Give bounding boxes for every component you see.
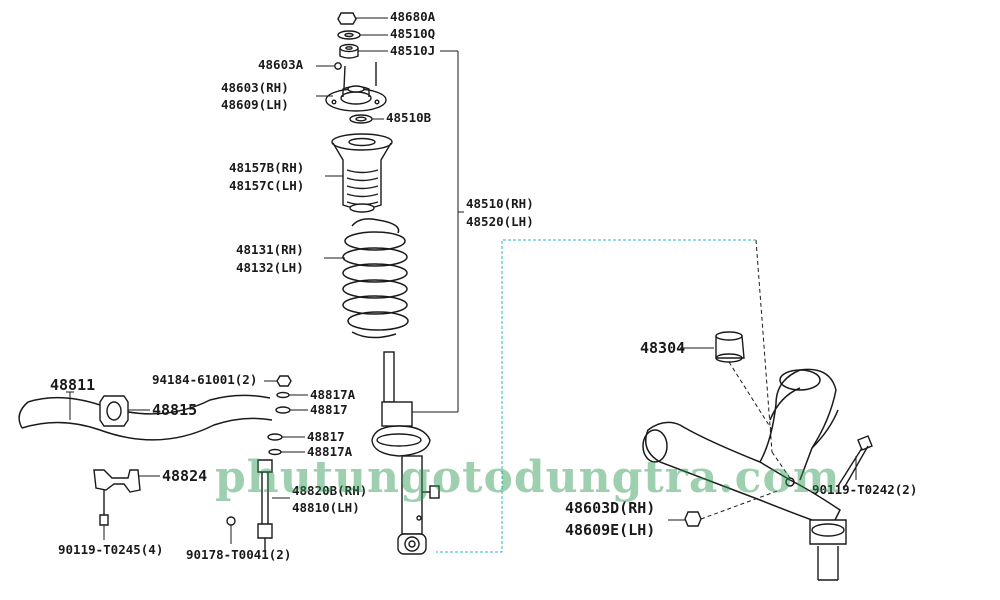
label-94184-61001: 94184-61001(2)	[152, 372, 258, 387]
nut-48603d	[684, 511, 702, 527]
label-48157b-rh: 48157B(RH)	[229, 160, 305, 175]
nut-48603a	[334, 62, 342, 70]
strut-nut	[337, 12, 357, 25]
cyan-connector	[436, 239, 756, 553]
label-48510-rh: 48510(RH)	[466, 196, 534, 211]
label-48304: 48304	[640, 339, 686, 357]
bump-stopper-48304	[715, 331, 745, 363]
label-48157c-lh: 48157C(LH)	[229, 178, 305, 193]
label-48824: 48824	[162, 467, 208, 485]
label-48510j: 48510J	[390, 43, 436, 58]
shock-absorber	[371, 351, 440, 555]
label-90119-t0242: 90119-T0242(2)	[812, 482, 918, 497]
leader-lines	[66, 17, 857, 544]
dust-boot	[331, 133, 393, 213]
coil-spring	[342, 218, 409, 339]
label-48811: 48811	[50, 376, 96, 394]
ball-joint	[809, 519, 847, 581]
link-hardware	[267, 375, 292, 456]
label-48603a: 48603A	[258, 57, 304, 72]
bolt-90119-t0242	[837, 435, 873, 489]
label-48810-lh: 48810(LH)	[292, 500, 360, 515]
label-48132-lh: 48132(LH)	[236, 260, 304, 275]
label-48817a-upper: 48817A	[310, 387, 356, 402]
label-48510q: 48510Q	[390, 26, 436, 41]
stabilizer-link-48820b	[226, 459, 273, 552]
upper-arm	[642, 368, 841, 532]
label-48609-lh: 48609(LH)	[221, 97, 289, 112]
support-48603	[325, 62, 387, 112]
label-48680a: 48680A	[390, 9, 436, 24]
label-48510b: 48510B	[386, 110, 432, 125]
label-48131-rh: 48131(RH)	[236, 242, 304, 257]
label-48817a-lower: 48817A	[307, 444, 353, 459]
label-48603-rh: 48603(RH)	[221, 80, 289, 95]
label-48817-lower: 48817	[307, 429, 345, 444]
washer-48510q	[337, 30, 361, 40]
watermark: phutungotodungtra.com	[215, 452, 841, 503]
label-48609e-lh: 48609E(LH)	[565, 521, 656, 539]
bearing-48510b	[349, 114, 373, 124]
stabilizer-bar	[18, 394, 273, 441]
label-48815: 48815	[152, 401, 198, 419]
label-90119-t0245: 90119-T0245(4)	[58, 542, 164, 557]
dashed-guides	[700, 239, 791, 520]
stabilizer-bushing-48815	[99, 395, 129, 427]
bracket-48824	[93, 469, 141, 526]
label-48817-upper: 48817	[310, 402, 348, 417]
label-48820b-rh: 48820B(RH)	[292, 483, 368, 498]
cushion-48510j	[339, 43, 359, 59]
label-48520-lh: 48520(LH)	[466, 214, 534, 229]
label-48603d-rh: 48603D(RH)	[565, 499, 656, 517]
label-90178-t0041: 90178-T0041(2)	[186, 547, 292, 562]
